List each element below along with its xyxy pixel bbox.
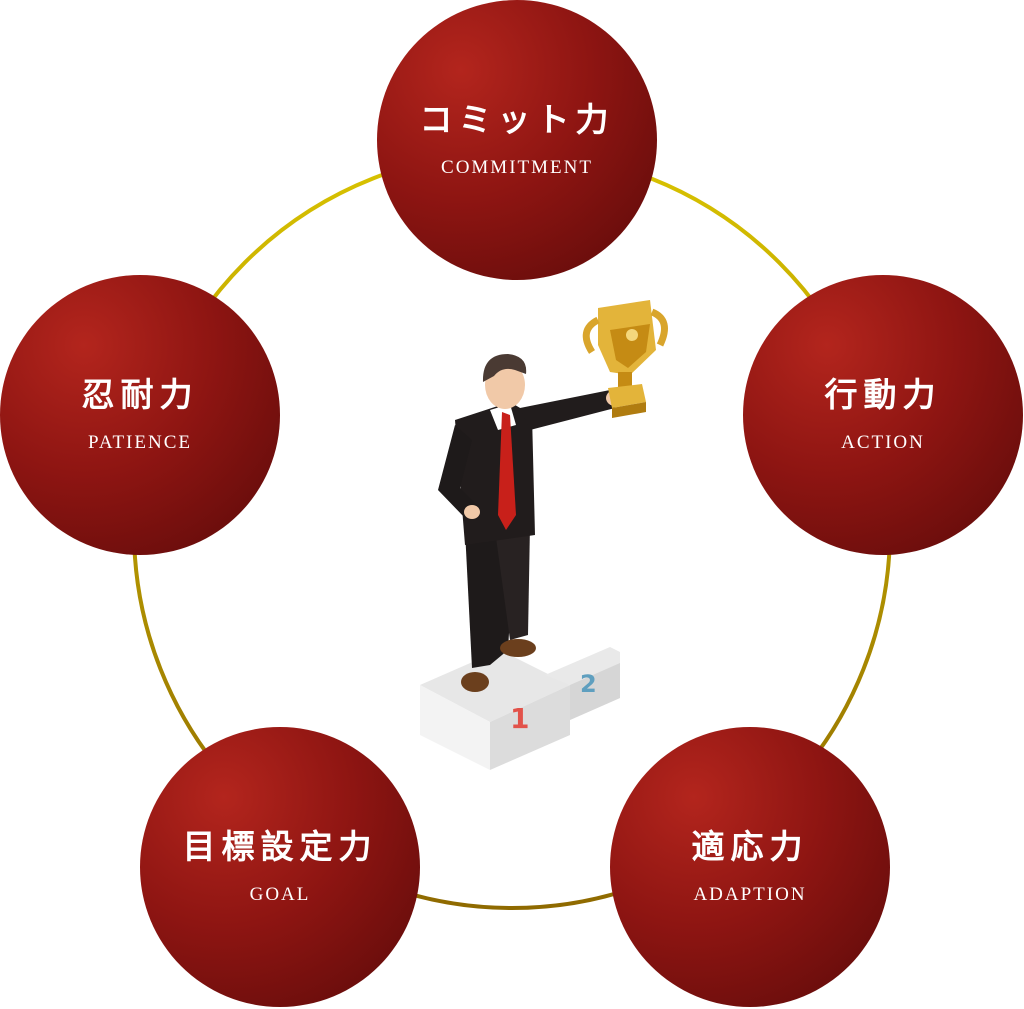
action-title: 行動力: [824, 375, 942, 414]
commitment-title: コミット力: [419, 100, 615, 139]
patience-node: 忍耐力 PATIENCE: [0, 275, 280, 555]
podium-first-label: 1: [510, 702, 529, 735]
businessman-with-trophy-icon: 1 2: [420, 300, 668, 770]
commitment-subtitle: COMMITMENT: [441, 157, 593, 178]
podium: 1 2: [420, 647, 620, 770]
adaption-subtitle: ADAPTION: [693, 884, 807, 905]
commitment-node: コミット力 COMMITMENT: [377, 0, 657, 280]
trophy: [582, 300, 668, 418]
goal-subtitle: GOAL: [249, 884, 311, 905]
adaption-title: 適応力: [691, 827, 809, 866]
action-node: 行動力 ACTION: [743, 275, 1023, 555]
patience-subtitle: PATIENCE: [88, 432, 192, 453]
adaption-node: 適応力 ADAPTION: [610, 727, 890, 1007]
action-subtitle: ACTION: [841, 432, 925, 453]
goal-node: 目標設定力 GOAL: [140, 727, 420, 1007]
podium-second-label: 2: [580, 670, 597, 698]
goal-title: 目標設定力: [182, 827, 378, 866]
patience-title: 忍耐力: [81, 375, 199, 414]
